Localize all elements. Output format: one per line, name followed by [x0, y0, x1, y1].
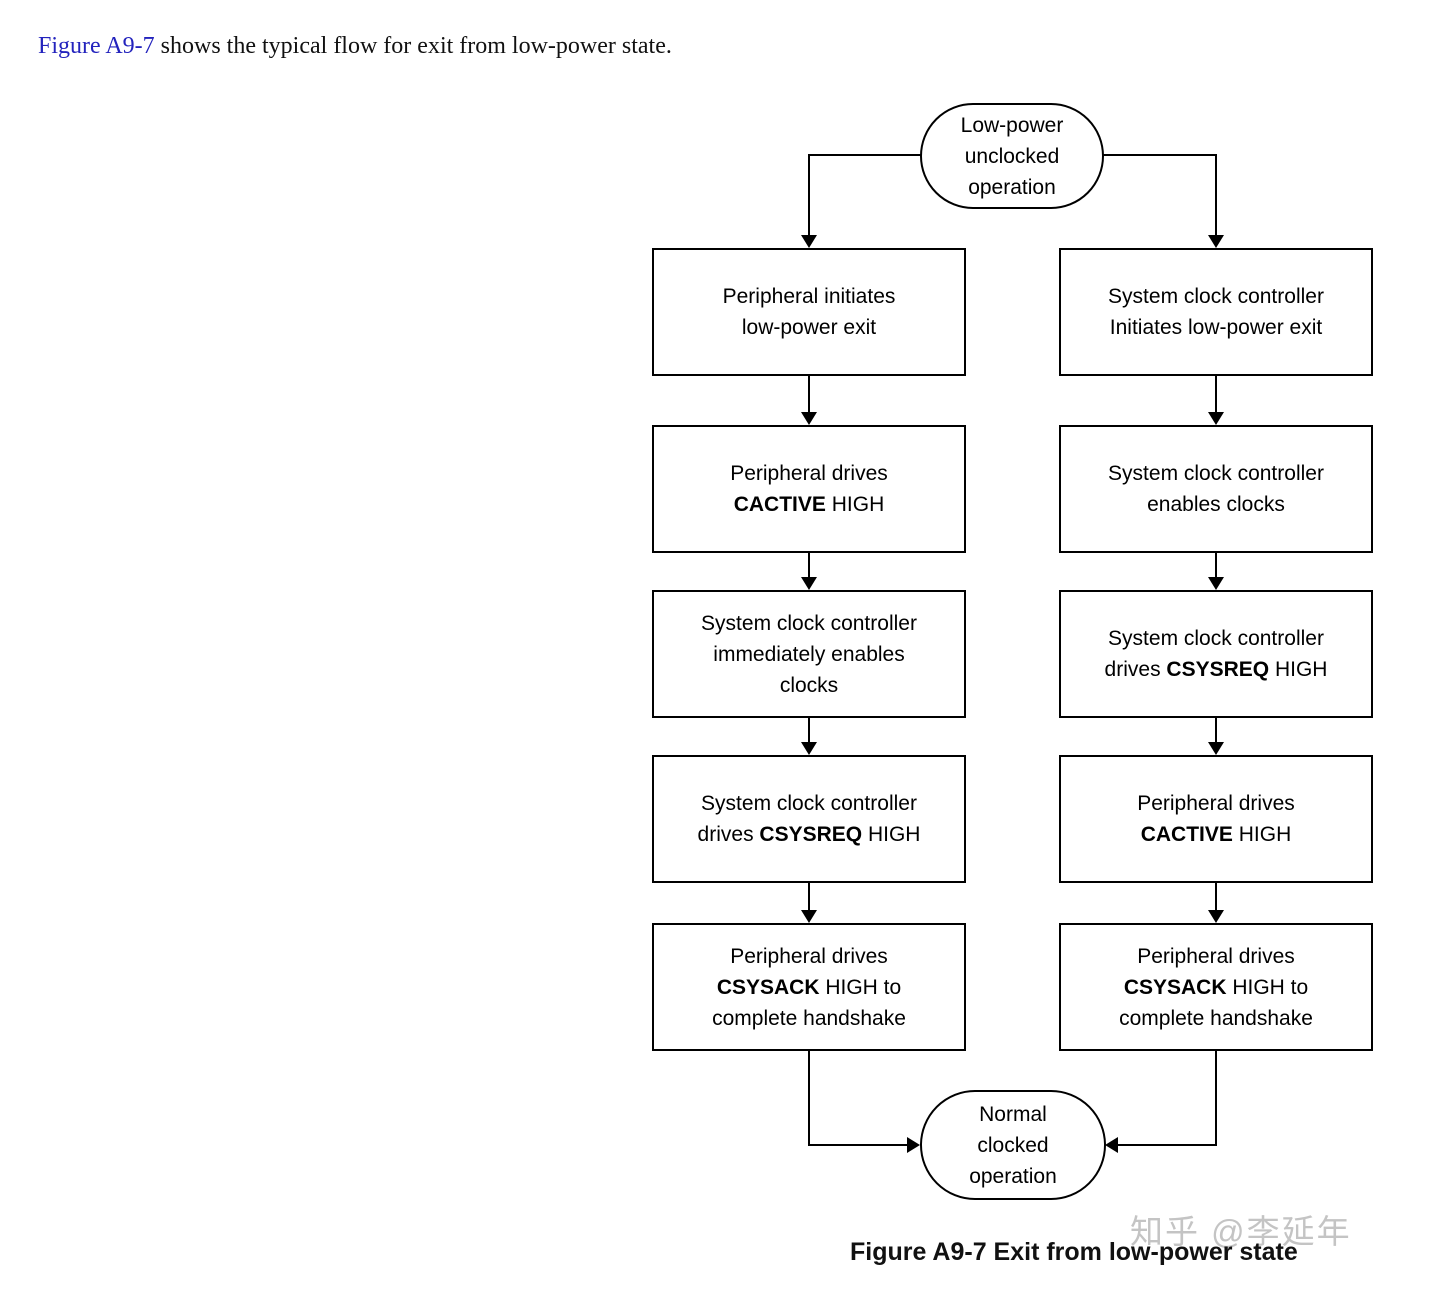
text-segment: complete handshake — [1119, 1006, 1313, 1030]
text-segment: drives — [697, 823, 760, 846]
text-segment: Peripheral drives — [1137, 792, 1295, 815]
text-segment: operation — [969, 1164, 1057, 1188]
text-segment: immediately enables — [713, 642, 905, 666]
connector-start-down-right — [1215, 154, 1217, 236]
node-label: Peripheral initiates low-power exit — [723, 281, 896, 343]
text-segment: HIGH — [825, 493, 885, 516]
connector-right-to-end-down — [1215, 1051, 1217, 1146]
node-controller-immediately-enables-clocks: System clock controller immediately enabl… — [652, 590, 966, 718]
text-segment: HIGH to — [819, 975, 902, 999]
connector-left-to-end-down — [808, 1051, 810, 1146]
text-segment: operation — [968, 175, 1056, 199]
node-controller-enables-clocks: System clock controller enables clocks — [1059, 425, 1373, 553]
node-normal-clocked-operation: Normal clocked operation — [920, 1090, 1106, 1200]
text-segment: drives — [1104, 658, 1167, 681]
text-segment: Peripheral drives — [730, 462, 888, 485]
text-segment: Peripheral drives — [1137, 944, 1295, 968]
connector-left-4-5 — [808, 883, 810, 911]
text-segment: clocks — [779, 673, 839, 697]
connector-left-to-end — [808, 1144, 908, 1146]
connector-start-to-right — [1102, 154, 1217, 156]
text-segment: Normal — [979, 1102, 1047, 1126]
text-segment: Initiates low-power exit — [1109, 316, 1323, 339]
arrowhead-left-icon — [1105, 1137, 1118, 1153]
connector-right-1-2 — [1215, 376, 1217, 413]
node-label: Normal clocked operation — [969, 1099, 1057, 1192]
text-segment: low-power exit — [741, 316, 877, 339]
text-segment: HIGH — [862, 823, 921, 846]
arrowhead-down-icon — [801, 412, 817, 425]
figure-caption: Figure A9-7 Exit from low-power state — [850, 1238, 1298, 1266]
text-segment: HIGH to — [1226, 975, 1309, 999]
watermark: 知乎 @李延年 — [1130, 1213, 1352, 1250]
arrowhead-down-icon — [801, 235, 817, 248]
intro-sentence: Figure A9-7 shows the typical flow for e… — [38, 33, 672, 60]
node-controller-drives-csysreq-high-right: System clock controller drives CSYSREQ HI… — [1059, 590, 1373, 718]
arrowhead-down-icon — [801, 742, 817, 755]
text-segment: CSYSREQ — [759, 823, 863, 846]
text-segment: Peripheral drives — [730, 944, 888, 968]
arrowhead-down-icon — [801, 577, 817, 590]
text-segment: CACTIVE — [733, 493, 826, 516]
connector-start-down-left — [808, 154, 810, 236]
text-segment: Peripheral initiates — [722, 285, 896, 308]
arrowhead-right-icon — [907, 1137, 920, 1153]
text-segment: System clock controller — [1108, 462, 1324, 485]
text-segment: System clock controller — [701, 792, 917, 815]
text-segment: complete handshake — [712, 1006, 906, 1030]
node-label: System clock controller immediately enabl… — [701, 608, 917, 701]
node-low-power-unclocked-operation: Low-power unclocked operation — [920, 103, 1104, 209]
text-segment: CSYSACK — [1123, 975, 1227, 999]
text-segment: System clock controller — [1108, 627, 1324, 650]
connector-left-3-4 — [808, 718, 810, 743]
text-segment: clocked — [977, 1133, 1049, 1157]
text-segment: enables clocks — [1147, 493, 1285, 516]
text-segment: System clock controller — [1108, 285, 1324, 308]
node-peripheral-initiates-exit: Peripheral initiates low-power exit — [652, 248, 966, 376]
connector-right-3-4 — [1215, 718, 1217, 743]
text-segment: CSYSREQ — [1166, 658, 1270, 681]
arrowhead-down-icon — [1208, 412, 1224, 425]
arrowhead-down-icon — [1208, 577, 1224, 590]
figure-link[interactable]: Figure A9-7 — [38, 33, 155, 59]
connector-left-2-3 — [808, 553, 810, 578]
arrowhead-down-icon — [1208, 235, 1224, 248]
node-label: System clock controller enables clocks — [1108, 458, 1324, 520]
arrowhead-down-icon — [1208, 910, 1224, 923]
connector-start-to-left — [808, 154, 921, 156]
text-segment: CSYSACK — [716, 975, 820, 999]
text-segment: unclocked — [964, 144, 1060, 168]
node-controller-drives-csysreq-high-left: System clock controller drives CSYSREQ HI… — [652, 755, 966, 883]
text-segment: System clock controller — [701, 611, 917, 635]
text-segment: CACTIVE — [1140, 823, 1233, 846]
node-label: System clock controller drives CSYSREQ HI… — [1105, 623, 1328, 685]
arrowhead-down-icon — [1208, 742, 1224, 755]
connector-right-2-3 — [1215, 553, 1217, 578]
connector-right-to-end — [1117, 1144, 1217, 1146]
connector-left-1-2 — [808, 376, 810, 413]
arrowhead-down-icon — [801, 910, 817, 923]
text-segment: HIGH — [1269, 658, 1328, 681]
node-label: System clock controller drives CSYSREQ HI… — [698, 788, 921, 850]
intro-sentence-text: shows the typical flow for exit from low… — [154, 33, 672, 59]
text-segment: Low-power — [960, 113, 1064, 137]
node-label: Low-power unclocked operation — [961, 110, 1064, 203]
connector-right-4-5 — [1215, 883, 1217, 911]
text-segment: HIGH — [1232, 823, 1292, 846]
